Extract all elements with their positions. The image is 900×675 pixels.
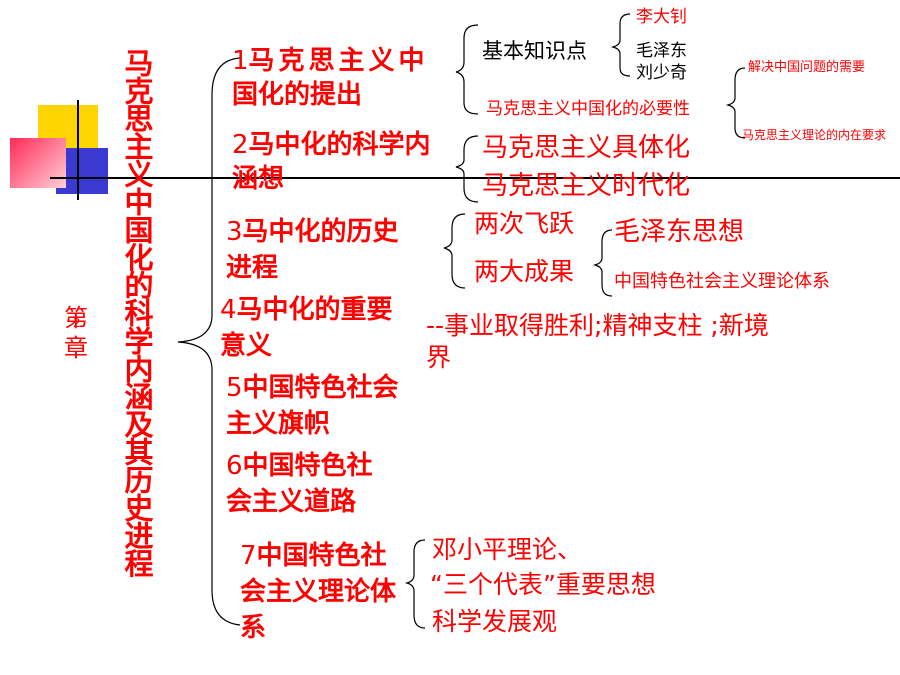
section-5-line1: 中国特色社会	[242, 373, 399, 403]
s3-mao-thought: 毛泽东思想	[614, 217, 745, 247]
section-4-num: 4	[220, 295, 237, 325]
s7-scientific-development: 科学发展观	[432, 607, 558, 636]
s1-need-theory: 马克思主义理论的内在要求	[742, 128, 887, 142]
s3-two-results: 两大成果	[474, 257, 575, 286]
section-7-line3: 系	[240, 613, 267, 643]
section-1: 1马克思主义中 国化的提出	[232, 44, 429, 112]
chapter-number: 2	[73, 316, 81, 330]
s1-person-mao: 毛泽东	[636, 41, 687, 61]
s7-three-represents: “三个代表”重要思想	[430, 570, 656, 599]
section-2-line2: 涵想	[232, 164, 285, 194]
section-7-line1: 中国特色社	[256, 541, 387, 571]
s3-theory-system: 中国特色社会主义理论体系	[614, 271, 830, 292]
s1-need-china: 解决中国问题的需要	[748, 60, 866, 75]
s7-deng-theory: 邓小平理论、	[432, 535, 583, 564]
section-1-num: 1	[232, 46, 249, 76]
section-4-line2: 意义	[220, 331, 273, 361]
section-6-line1: 中国特色社	[242, 451, 373, 481]
s1-person-li-dazhao: 李大钊	[636, 7, 687, 27]
s4-significance: --事业取得胜利;精神支柱 ;新境 界	[426, 310, 769, 374]
chapter-title: 马克思主义中国化的科学内涵及其历史进程	[120, 48, 154, 577]
s1-person-liu: 刘少奇	[636, 63, 687, 83]
section-7-line2: 会主义理论体	[240, 577, 397, 607]
section-6-num: 6	[226, 451, 243, 481]
section-3-line1: 马中化的历史	[242, 217, 399, 247]
section-5-line2: 主义旗帜	[226, 409, 331, 439]
section-3-line2: 进程	[226, 253, 279, 283]
section-4: 4马中化的重要 意义	[220, 292, 393, 364]
s4-significance-line2: 界	[426, 343, 452, 372]
section-7: 7中国特色社 会主义理论体 系	[240, 538, 396, 646]
chapter-label-char-1: 第	[64, 304, 88, 332]
section-4-line1: 马中化的重要	[236, 295, 393, 325]
section-7-num: 7	[240, 541, 257, 571]
chapter-label-char-2: 章	[64, 334, 88, 363]
section-5: 5中国特色社会 主义旗帜	[226, 370, 399, 442]
section-1-line2: 国化的提出	[232, 80, 363, 110]
section-6-line2: 会主义道路	[226, 487, 357, 517]
section-3: 3马中化的历史 进程	[226, 214, 399, 286]
s2-concretization: 马克思主义具体化	[482, 133, 691, 163]
section-1-line1: 马克思主义中	[248, 46, 429, 76]
section-2-line1: 马中化的科学内	[248, 130, 431, 160]
section-2: 2马中化的科学内 涵想	[232, 128, 431, 196]
deco-pink-square	[10, 138, 66, 188]
chapter-label: 第 2 章	[56, 305, 96, 362]
section-6: 6中国特色社 会主义道路	[226, 448, 373, 520]
s4-significance-line1: --事业取得胜利;精神支柱 ;新境	[426, 311, 769, 340]
s3-two-leaps: 两次飞跃	[474, 209, 575, 238]
section-5-num: 5	[226, 373, 243, 403]
section-3-num: 3	[226, 217, 243, 247]
s2-modernization: 马克思主义时代化	[482, 171, 691, 201]
s1-necessity: 马克思主义中国化的必要性	[486, 99, 690, 119]
s1-basic-knowledge: 基本知识点	[482, 39, 587, 63]
section-2-num: 2	[232, 130, 249, 160]
